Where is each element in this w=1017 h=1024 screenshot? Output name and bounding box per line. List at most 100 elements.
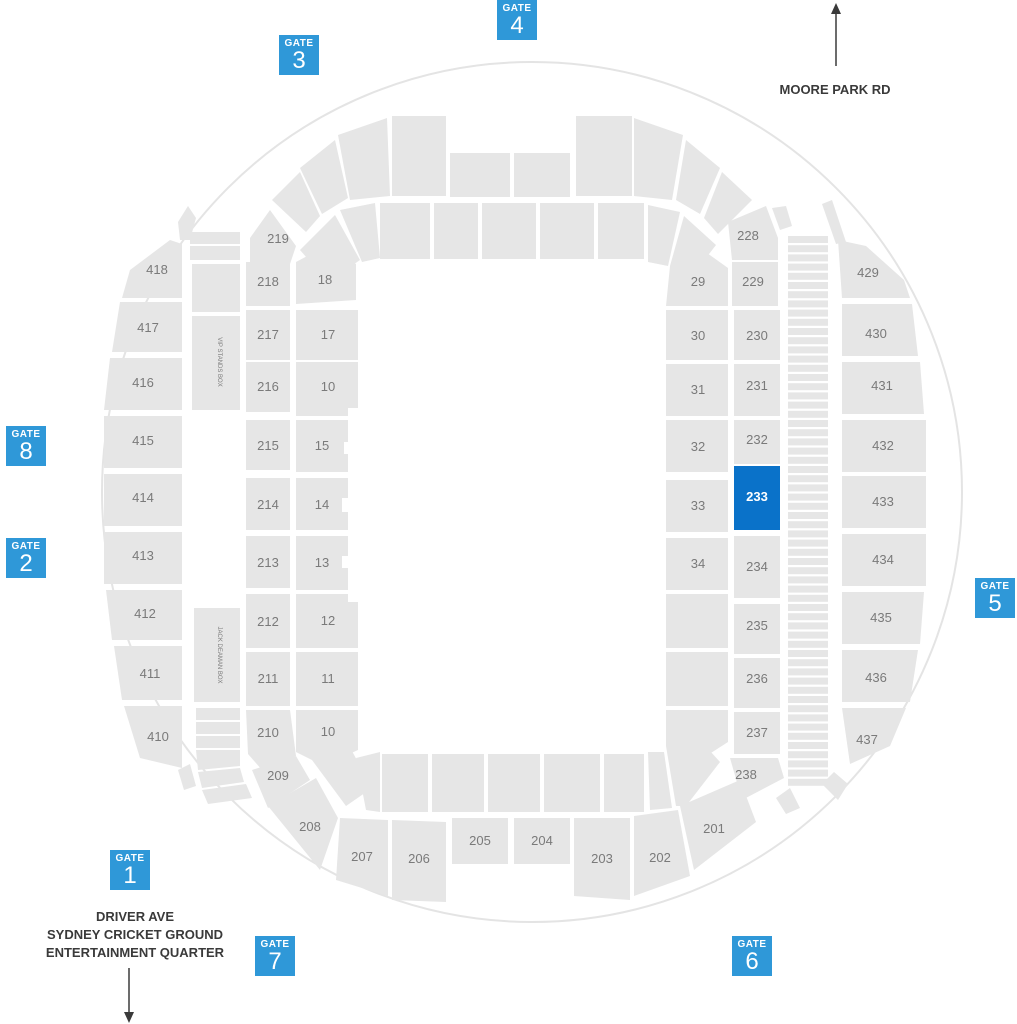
section-211-shape[interactable] [246, 652, 290, 706]
section-235-shape[interactable] [734, 604, 780, 654]
section-208-shape[interactable] [268, 778, 338, 870]
section-203-shape[interactable] [574, 818, 630, 900]
section-201-shape[interactable] [680, 780, 756, 870]
section-north-c[interactable] [392, 116, 446, 196]
small-se-2[interactable] [776, 788, 800, 814]
east-row-block[interactable] [788, 282, 828, 289]
section-418-shape[interactable] [122, 240, 182, 298]
section-229-shape[interactable] [732, 262, 778, 306]
box-row-305[interactable] [196, 708, 240, 720]
east-row-block[interactable] [788, 401, 828, 409]
east-row-block[interactable] [788, 263, 828, 271]
box-upper-left[interactable] [192, 264, 240, 312]
east-row-block[interactable] [788, 613, 828, 621]
section-236-shape[interactable] [734, 658, 780, 708]
gate-8-badge[interactable]: GATE 8 [6, 426, 46, 466]
section-south-inner-9[interactable] [666, 740, 720, 806]
east-row-block[interactable] [788, 696, 828, 703]
section-north-inner-3[interactable] [380, 203, 430, 259]
section-413-shape[interactable] [104, 532, 182, 584]
section-east-l9[interactable] [666, 710, 728, 760]
section-417-shape[interactable] [112, 302, 182, 352]
east-row-block[interactable] [788, 502, 828, 510]
section-south-inner-7[interactable] [604, 754, 644, 812]
gate-5-badge[interactable]: GATE 5 [975, 578, 1015, 618]
east-row-block[interactable] [788, 594, 828, 602]
section-437-shape[interactable] [842, 708, 906, 764]
east-row-block[interactable] [788, 760, 828, 768]
east-row-block[interactable] [788, 272, 828, 280]
east-row-block[interactable] [788, 355, 828, 363]
east-row-block[interactable] [788, 585, 828, 593]
box-row-302[interactable] [196, 750, 240, 770]
box-row-217[interactable] [190, 232, 240, 244]
east-row-block[interactable] [788, 723, 828, 731]
section-414-shape[interactable] [104, 474, 182, 526]
box-lower-left[interactable] [194, 608, 240, 702]
section-436-shape[interactable] [842, 650, 918, 702]
east-row-block[interactable] [788, 374, 828, 381]
east-row-block[interactable] [788, 778, 828, 786]
east-row-block[interactable] [788, 732, 828, 740]
east-row-block[interactable] [788, 548, 828, 556]
section-218-shape[interactable] [246, 262, 290, 306]
section-430-shape[interactable] [842, 304, 918, 356]
section-206-shape[interactable] [392, 820, 446, 902]
section-33-shape[interactable] [666, 480, 728, 532]
east-row-block[interactable] [788, 705, 828, 713]
east-row-block[interactable] [788, 466, 828, 473]
section-209-shape[interactable] [252, 756, 310, 808]
section-north-e[interactable] [514, 153, 570, 197]
section-415-shape[interactable] [104, 416, 182, 468]
east-row-block[interactable] [788, 714, 828, 722]
section-north-inner-4[interactable] [434, 203, 478, 259]
section-214-shape[interactable] [246, 478, 290, 530]
section-south-inner-5[interactable] [488, 754, 540, 812]
section-north-a[interactable] [300, 140, 348, 214]
east-row-block[interactable] [788, 300, 828, 308]
section-north-f[interactable] [576, 116, 632, 196]
section-north-inner-2[interactable] [340, 203, 380, 262]
section-east-l8[interactable] [666, 652, 728, 706]
section-18-shape[interactable] [296, 246, 356, 304]
section-412-shape[interactable] [106, 590, 182, 640]
east-row-block[interactable] [788, 392, 828, 400]
east-row-block[interactable] [788, 309, 828, 317]
box-row-216[interactable] [190, 246, 240, 260]
east-row-block[interactable] [788, 650, 828, 657]
east-row-block[interactable] [788, 631, 828, 639]
east-row-block[interactable] [788, 318, 828, 326]
east-row-block[interactable] [788, 622, 828, 630]
box-row-300[interactable] [202, 784, 252, 804]
east-row-block[interactable] [788, 742, 828, 749]
east-row-block[interactable] [788, 539, 828, 547]
small-sw-1[interactable] [178, 764, 196, 790]
section-north-inner-5[interactable] [482, 203, 536, 259]
east-row-block[interactable] [788, 521, 828, 529]
east-row-block[interactable] [788, 659, 828, 667]
east-row-block[interactable] [788, 346, 828, 354]
east-row-block[interactable] [788, 364, 828, 372]
section-215-shape[interactable] [246, 420, 290, 470]
section-230-shape[interactable] [734, 310, 780, 360]
gate-1-badge[interactable]: GATE 1 [110, 850, 150, 890]
section-411-shape[interactable] [114, 646, 182, 700]
section-north-d[interactable] [450, 153, 510, 197]
section-416-shape[interactable] [104, 358, 182, 410]
east-row-block[interactable] [788, 751, 828, 759]
section-410-shape[interactable] [124, 706, 182, 768]
section-10a-shape[interactable] [296, 362, 358, 416]
east-row-block[interactable] [788, 245, 828, 253]
section-234-shape[interactable] [734, 536, 780, 598]
section-south-inner-8[interactable] [648, 752, 672, 810]
box-row-301[interactable] [198, 768, 244, 788]
section-north-inner-6[interactable] [540, 203, 594, 259]
section-237-shape[interactable] [734, 712, 780, 754]
section-10b-shape[interactable] [296, 710, 358, 760]
east-row-block[interactable] [788, 493, 828, 501]
east-row-block[interactable] [788, 291, 828, 299]
section-south-inner-3[interactable] [382, 754, 428, 812]
section-30-shape[interactable] [666, 310, 728, 360]
section-212-shape[interactable] [246, 594, 290, 648]
section-north-i[interactable] [272, 172, 320, 232]
